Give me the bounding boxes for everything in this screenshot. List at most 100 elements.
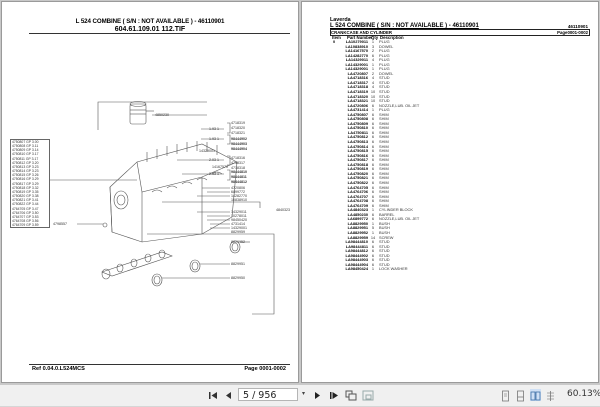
last-page-button[interactable] [328,389,340,402]
part-description: SHIM [379,116,389,122]
part-quantity: 6 [371,166,375,172]
part-number: LA4750810 [347,125,368,131]
viewer-toolbar: 5 / 956 ▾ 60.13% [0,384,600,406]
part-quantity: 6 [371,116,375,122]
part-description: BUSH [379,229,390,235]
window-icon [362,390,374,401]
column-header-qty: Qty [371,35,379,40]
part-quantity: 5 [371,225,375,231]
prev-page-icon [226,392,231,399]
part-number: LA4731414 [347,107,368,113]
part-quantity: 4 [371,84,375,90]
part-description: STUD [379,93,390,99]
part-description: DOWEL [379,43,394,49]
section-bar [330,29,590,36]
part-number: LA4718318 [347,84,368,90]
callout-label: 4850230 [155,113,169,117]
part-number: LA98444810 [345,239,369,245]
callout-label: 4798557 [53,222,67,226]
part-quantity: 6 [371,179,375,185]
part-quantity: 6 [371,125,375,131]
part-quantity: 6 [371,161,375,167]
document-viewport[interactable]: L 524 COMBINE ( S/N : NOT AVAILABLE ) - … [0,0,600,384]
part-description: SHIM [379,161,389,167]
column-header-description: Description [380,35,404,40]
part-quantity: 6 [371,261,375,267]
continuous-view-button[interactable] [515,389,526,402]
part-quantity: 2 [371,48,375,54]
part-item-number: 0 [333,39,336,44]
part-description: CYLINDER BLOCK [379,207,413,213]
part-description: SHIM [379,125,389,131]
part-number: LA4750808 [347,116,368,122]
previous-page-button[interactable] [223,389,233,402]
callout-label: 98444812 [231,180,247,184]
oversize-shim-table: 4750807 GP 3.00 4750808 GP 3.11 4750809 … [10,139,50,229]
part-description: BUSH [379,220,390,226]
zoom-level[interactable]: 60.13% [567,389,600,399]
two-page-view-button[interactable] [530,389,541,401]
paste-page-button[interactable] [361,389,375,402]
part-description: SHIM [379,148,389,154]
two-page-continuous-icon [547,391,554,401]
part-number: LA98444902 [345,252,369,258]
callout-label: 4731414 [231,222,245,226]
first-page-button[interactable] [207,389,219,402]
part-number: LA4764709 [347,202,368,208]
part-quantity: 6 [371,111,375,117]
part-description: PLUG [379,107,390,113]
part-quantity: 6 [371,152,375,158]
callout-label: 98444902 [231,137,247,141]
copy-page-button[interactable] [344,389,358,402]
part-description: SHIM [379,139,389,145]
part-quantity: 6 [371,139,375,145]
page-dropdown-button[interactable]: ▾ [301,391,305,397]
part-quantity: 6 [371,189,375,195]
part-quantity: 10 [370,93,376,99]
part-quantity: 2 [371,70,375,76]
page-title: L 524 COMBINE ( S/N : NOT AVAILABLE ) - … [330,23,479,29]
single-page-view-button[interactable] [500,389,511,402]
callout-label: 14329001 [231,226,247,230]
next-page-button[interactable] [313,389,323,402]
page-number-input[interactable]: 5 / 956 [238,388,298,401]
part-description: STUD [379,75,390,81]
brand-name: Laverda [330,17,351,23]
part-description: PLUG [379,66,390,72]
page-reference: Page0001-0002 [557,29,588,35]
part-quantity: 1 [371,266,375,272]
part-number: LA4750816 [347,152,368,158]
part-description: SHIM [379,202,389,208]
part-number: LA4750819 [347,166,368,172]
two-page-continuous-view-button[interactable] [545,389,556,401]
callout-label: 4718319 [231,121,245,125]
part-number: LA14329011 [345,57,368,63]
part-number: LA4764706 [347,189,368,195]
part-number: LA4750821 [347,175,368,181]
part-quantity: 6 [371,102,375,108]
part-number: LA8829951 [347,225,368,231]
part-number: LA4764708 [347,198,368,204]
two-page-icon [530,391,541,401]
